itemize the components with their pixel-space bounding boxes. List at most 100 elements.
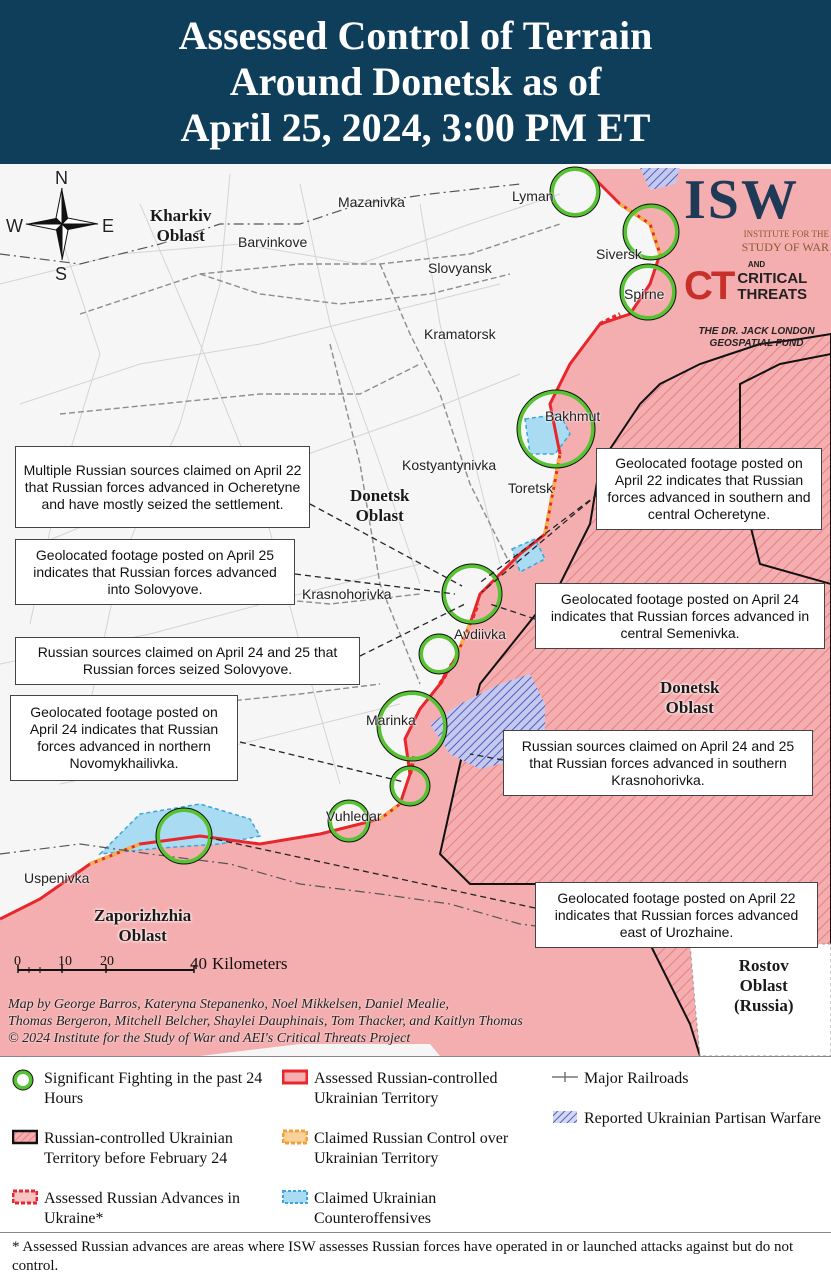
- scale-unit: Kilometers: [212, 954, 288, 973]
- callout-urozhaine: Geolocated footage posted on April 22 in…: [535, 882, 818, 948]
- place-toretsk: Toretsk: [508, 480, 554, 496]
- compass-e: E: [102, 216, 115, 236]
- oblast-donetsk-east: Donetsk Oblast: [660, 678, 720, 718]
- legend-advances: Assessed Russian Advances in Ukraine*: [11, 1189, 282, 1229]
- place-kramatorsk: Kramatorsk: [424, 326, 496, 342]
- place-avdiivka: Avdiivka: [454, 626, 506, 642]
- callout-semenivka: Geolocated footage posted on April 24 in…: [535, 583, 825, 649]
- claimed-russian-line: [89, 202, 662, 866]
- fighting-ring-ocheretyne: [442, 564, 502, 624]
- oblast-rostov: Rostov Oblast (Russia): [734, 956, 794, 1016]
- scale-10: 10: [58, 954, 72, 969]
- place-mazanivka: Mazanivka: [338, 194, 405, 210]
- callout-ocheretyne-footage: Geolocated footage posted on April 22 in…: [596, 448, 822, 530]
- fighting-ring-bakhmut: [517, 390, 595, 468]
- place-vuhledar: Vuhledar: [326, 808, 382, 824]
- place-barvinkove: Barvinkove: [238, 234, 308, 250]
- fighting-ring-legend-icon: [12, 1069, 38, 1091]
- logo-and: AND: [747, 260, 766, 269]
- title-line-1: Assessed Control of Terrain: [178, 13, 653, 58]
- legend-advances-label: Assessed Russian Advances in Ukraine*: [44, 1190, 240, 1227]
- russian-advances-line: [408, 312, 621, 775]
- fighting-ring-lyman: [550, 167, 600, 217]
- place-bakhmut: Bakhmut: [545, 408, 601, 424]
- legend-claimed-russian: Claimed Russian Control over Ukrainian T…: [281, 1129, 552, 1169]
- isw-wordmark: ISW: [684, 169, 799, 231]
- legend-partisan: Reported Ukrainian Partisan Warfare: [552, 1109, 822, 1129]
- oblast-zap-line-1: Zaporizhzhia: [94, 906, 192, 925]
- pre-feb24-legend-icon: [11, 1129, 39, 1149]
- oblast-kharkiv: Kharkiv Oblast: [150, 206, 211, 246]
- oblast-border: [0, 183, 521, 265]
- scale-bar-icon: [17, 965, 195, 973]
- callout-novomykhailivka: Geolocated footage posted on April 24 in…: [10, 695, 238, 781]
- oblast-zap-line-2: Oblast: [118, 926, 167, 945]
- place-krasnohorivka: Krasnohorivka: [302, 586, 392, 602]
- map-legend: Significant Fighting in the past 24 Hour…: [0, 1056, 831, 1232]
- oblast-kharkiv-line-2: Oblast: [156, 226, 205, 245]
- compass-w: W: [6, 216, 23, 236]
- oblast-donetsk-e-line-2: Oblast: [665, 698, 714, 717]
- legend-railroads: Major Railroads: [552, 1069, 822, 1089]
- oblast-rostov-line-2: Oblast: [739, 976, 788, 995]
- rostov-russia-area: [689, 943, 831, 1056]
- fighting-ring-spirne: [620, 264, 676, 320]
- map-credits: Map by George Barros, Kateryna Stepanenk…: [8, 996, 523, 1047]
- legend-pre-feb24-label: Russian-controlled Ukrainian Territory b…: [44, 1130, 233, 1167]
- isw-logo: ISW INSTITUTE FOR THE STUDY OF WAR AND: [684, 172, 829, 269]
- map-title-banner: Assessed Control of Terrain Around Donet…: [0, 0, 831, 164]
- fighting-ring-novomykhailivka: [390, 766, 430, 806]
- legend-railroads-label: Major Railroads: [584, 1070, 689, 1087]
- place-spirne: Spirne: [624, 286, 665, 302]
- ct-mark: CT: [684, 264, 735, 308]
- map-area: N S E W ISW INSTITUTE FOR THE STUDY OF W…: [0, 164, 831, 1056]
- oblast-donetsk-w-line-2: Oblast: [355, 506, 404, 525]
- claimed-ukrainian-legend-icon: [282, 1189, 308, 1209]
- fighting-ring-outline: [155, 166, 680, 865]
- place-uspenivka: Uspenivka: [24, 870, 90, 886]
- ct-logo: CT CRITICAL THREATS: [684, 264, 829, 309]
- partisan-warfare-area-north: [640, 168, 680, 190]
- oblast-rostov-line-1: Rostov: [738, 956, 789, 975]
- assessed-russian-legend-icon: [281, 1069, 309, 1089]
- oblast-donetsk-west: Donetsk Oblast: [350, 486, 410, 526]
- place-siversk: Siversk: [596, 246, 642, 262]
- ct-line-2: THREATS: [737, 285, 808, 303]
- legend-assessed-russian: Assessed Russian-controlled Ukrainian Te…: [281, 1069, 552, 1109]
- oblast-zaporizhzhia: Zaporizhzhia Oblast: [94, 906, 191, 946]
- fund-line-1: THE DR. JACK LONDON: [698, 326, 815, 337]
- callout-krasnohorivka: Russian sources claimed on April 24 and …: [503, 730, 813, 796]
- legend-claimed-ukrainian: Claimed Ukrainian Counteroffensives: [282, 1189, 552, 1229]
- title-line-2: Around Donetsk as of: [229, 59, 602, 104]
- claimed-ukrainian-area-toretsk: [511, 538, 547, 574]
- fund-credit: THE DR. JACK LONDON GEOSPATIAL FUND: [684, 326, 829, 350]
- partisan-legend-icon: [552, 1109, 578, 1129]
- compass-rose-icon: [25, 187, 99, 261]
- fighting-ring-marinka: [377, 691, 447, 761]
- legend-fighting-label: Significant Fighting in the past 24 Hour…: [44, 1070, 263, 1107]
- place-marinka: Marinka: [366, 712, 416, 728]
- fighting-rings: [156, 167, 679, 864]
- callout-leader-lines: [209, 493, 599, 909]
- scale-0: 0: [14, 954, 21, 969]
- legend-claimed-russian-label: Claimed Russian Control over Ukrainian T…: [314, 1130, 509, 1167]
- legend-claimed-ukrainian-label: Claimed Ukrainian Counteroffensives: [314, 1190, 437, 1227]
- credits-line-2: Thomas Bergeron, Mitchell Belcher, Shayl…: [8, 1014, 523, 1029]
- fighting-ring-avdiivka: [419, 634, 459, 674]
- callout-solovyove-claim: Russian sources claimed on April 24 and …: [15, 637, 360, 685]
- oblast-rostov-line-3: (Russia): [734, 996, 794, 1015]
- scale-40: 40: [190, 954, 207, 973]
- credits-line-3: © 2024 Institute for the Study of War an…: [8, 1031, 411, 1046]
- advances-legend-icon: [11, 1189, 39, 1209]
- fund-line-2: GEOSPATIAL FUND: [709, 338, 804, 349]
- ct-wordmark: CRITICAL THREATS: [737, 269, 808, 303]
- compass-n: N: [55, 168, 68, 188]
- isw-sub2: STUDY OF WAR: [741, 240, 829, 254]
- ct-line-1: CRITICAL: [737, 269, 808, 287]
- scale-20: 20: [100, 954, 114, 969]
- claimed-russian-legend-icon: [281, 1129, 309, 1149]
- fighting-ring-vuhledar: [328, 800, 370, 842]
- oblast-kharkiv-line-1: Kharkiv: [150, 206, 212, 225]
- place-lyman: Lyman: [512, 188, 554, 204]
- compass-s: S: [55, 264, 68, 284]
